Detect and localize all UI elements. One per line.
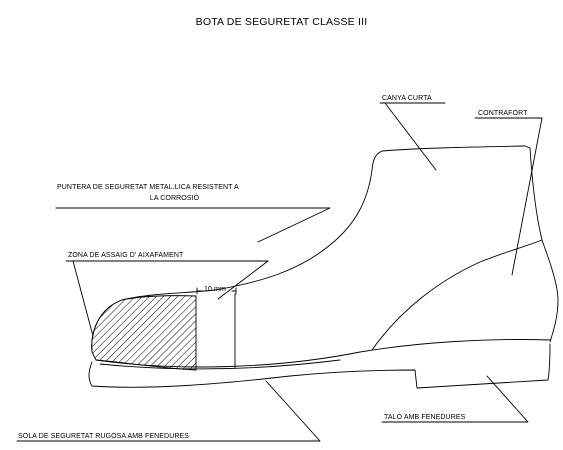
label-dimension: 10 mm xyxy=(204,286,226,293)
label-counter: CONTRAFORT xyxy=(478,110,528,117)
label-heel: TALÓ AMB FENEDURES xyxy=(384,414,466,421)
outsole-inner xyxy=(100,360,340,369)
leader-counter xyxy=(475,118,542,275)
label-shaft: CANYA CURTA xyxy=(382,95,432,102)
toe-cap xyxy=(92,296,196,370)
quarter-seam xyxy=(372,240,542,350)
leader-crushzone xyxy=(66,261,268,336)
label-toecap-line1: PUNTERA DE SEGURETAT METAL.LICA RESISTEN… xyxy=(57,184,239,191)
diagram-title: BOTA DE SEGURETAT CLASSE III xyxy=(195,16,368,28)
label-crush-zone: ZONA DE ASSAIG D' AIXAFAMENT xyxy=(68,252,184,259)
leader-crushzone-2 xyxy=(218,261,268,299)
leader-shaft xyxy=(380,103,445,170)
label-sole: SOLA DE SEGURETAT RUGOSA AMB FENEDURES xyxy=(18,433,190,440)
boot-upper-outline xyxy=(92,146,558,352)
dimension-marker xyxy=(197,288,236,294)
insole-line xyxy=(96,340,550,367)
leader-sole xyxy=(17,381,320,441)
label-toecap-line2: LA CORROSIÓ xyxy=(149,195,200,202)
leader-toecap xyxy=(56,208,330,242)
outsole xyxy=(89,344,550,388)
leader-heel xyxy=(382,376,528,422)
